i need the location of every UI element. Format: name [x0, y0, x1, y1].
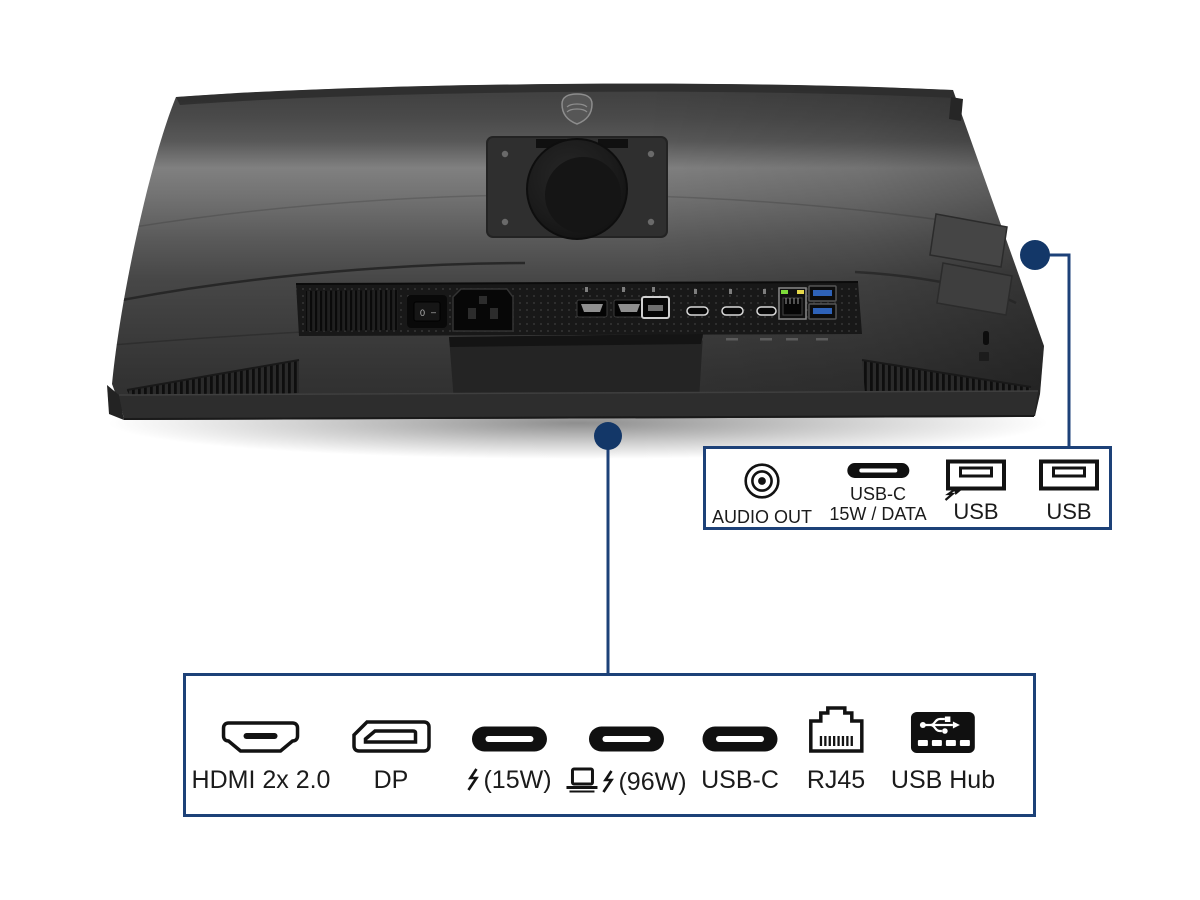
usbc-96w-label: (96W) — [618, 768, 687, 796]
side-ports-callout-box: AUDIO OUT USB-C 15W / DATA USB — [703, 446, 1112, 530]
ethernet-port — [778, 287, 807, 320]
usb-a-port-icon — [946, 459, 1006, 491]
ac-power-inlet — [452, 288, 514, 332]
stand-mount-recess — [449, 334, 703, 402]
port-item-usbc-15w: (15W) — [466, 703, 552, 794]
port-item-usbc-96w: (96W) — [565, 703, 687, 796]
hdmi-port-2 — [613, 299, 645, 318]
bottom-bezel — [107, 385, 1039, 420]
lightning-icon — [602, 770, 614, 793]
lightning-icon — [467, 768, 479, 791]
hdmi-port-icon — [222, 721, 300, 753]
usb-c-port-icon — [471, 726, 547, 752]
hdmi-port-1 — [576, 299, 608, 318]
right-corner-vent — [861, 359, 1032, 397]
usb-hub-icon — [911, 712, 975, 753]
port-item-usb-fast-charge: USB — [944, 459, 1007, 524]
bottom-ports-callout-box: HDMI 2x 2.0 DP (15W) — [183, 673, 1036, 817]
usb-label: USB — [1046, 499, 1092, 524]
side-callout-dot — [1020, 240, 1050, 270]
side-callout-line — [1040, 253, 1071, 446]
port-item-rj45: RJ45 — [807, 703, 865, 793]
callout-connectors — [594, 240, 1071, 673]
kensington-lock-slot — [979, 331, 989, 361]
usbc-15w-label: (15W) — [483, 766, 552, 794]
port-item-usb: USB — [1039, 459, 1100, 524]
port-item-usbc: USB-C — [701, 703, 779, 793]
port-glyph-marks — [585, 287, 766, 294]
rj45-label: RJ45 — [806, 766, 866, 794]
usb-c-label-line2: 15W / DATA — [829, 504, 927, 524]
side-port-panel-blocks — [929, 97, 1013, 316]
usb-c-port-icon — [588, 726, 664, 752]
port-item-usb-hub: USB Hub — [891, 703, 995, 793]
displayport-port — [641, 296, 670, 319]
usb-c-port-1 — [686, 306, 709, 316]
usb-a-ports — [808, 285, 837, 320]
dp-label: DP — [373, 766, 409, 794]
vesa-mount-plate — [486, 136, 668, 240]
usbc-label: USB-C — [701, 766, 779, 794]
rj45-port-icon — [808, 706, 864, 753]
fast-charge-lightning-icon — [944, 488, 962, 501]
usb-c-label-line1: USB-C — [849, 484, 907, 504]
bottom-callout-dot — [594, 422, 622, 450]
audio-out-port-icon — [744, 463, 780, 499]
audio-out-label: AUDIO OUT — [711, 507, 813, 527]
displayport-port-icon — [352, 720, 431, 753]
port-item-dp: DP — [351, 703, 431, 793]
strip-vent-slots — [306, 290, 398, 331]
usb-c-port-icon — [846, 463, 909, 478]
power-on-mark: – — [431, 307, 436, 317]
port-item-usb-c-side: USB-C 15W / DATA — [829, 462, 927, 524]
usb-c-port-3 — [756, 306, 777, 316]
power-switch: 0 – — [407, 295, 447, 328]
hdmi-label: HDMI 2x 2.0 — [191, 766, 331, 794]
port-item-hdmi: HDMI 2x 2.0 — [191, 703, 331, 794]
laptop-icon — [566, 767, 598, 793]
usb-c-port-icon — [702, 726, 778, 752]
philips-shield-logo — [561, 93, 593, 125]
rear-port-strip: 0 – — [295, 281, 862, 341]
usb-hub-label: USB Hub — [890, 766, 996, 794]
usb-a-port-icon — [1039, 459, 1099, 491]
usb-c-port-2 — [721, 306, 744, 316]
left-corner-vent — [126, 359, 300, 399]
port-item-audio-out: AUDIO OUT — [712, 462, 812, 527]
usb-fast-charge-label: USB — [953, 499, 999, 524]
power-off-mark: 0 — [420, 308, 425, 318]
